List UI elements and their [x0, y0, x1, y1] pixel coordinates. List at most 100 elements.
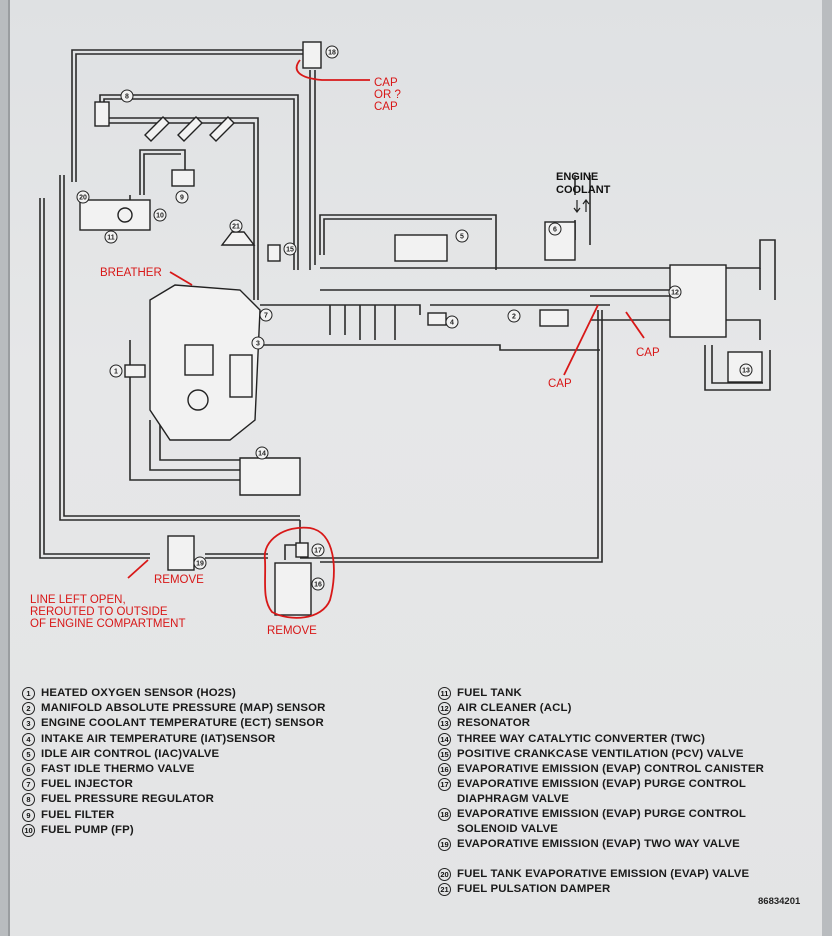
legend-item: 11 FUEL TANK: [438, 686, 828, 701]
legend-number: 21: [438, 883, 451, 897]
legend-number: 6: [22, 762, 35, 776]
legend-number: 4: [22, 732, 35, 746]
callout-number: 9: [180, 195, 184, 202]
legend-text: FUEL PUMP (FP): [41, 823, 134, 836]
fuel-injector: [144, 116, 170, 142]
cap-right-pointer: [625, 311, 645, 339]
callout-number: 2: [512, 314, 516, 321]
note-remove-canister: REMOVE: [267, 625, 317, 637]
callout-circle: [455, 229, 469, 243]
legend-text: ENGINE COOLANT TEMPERATURE (ECT) SENSOR: [41, 717, 324, 730]
fuel-injector: [209, 116, 235, 142]
note-remove-valve: REMOVE: [154, 574, 204, 586]
callout-circle: [259, 308, 273, 322]
legend-number: 14: [438, 732, 451, 746]
legend-number: 16: [438, 762, 451, 776]
legend-text: FUEL PULSATION DAMPER: [457, 883, 611, 896]
legend-number: 7: [22, 778, 35, 792]
callout-circle: [311, 543, 325, 557]
legend-text: FUEL FILTER: [41, 808, 115, 821]
map-sensor: [539, 309, 569, 327]
callout-circle: [283, 242, 297, 256]
legend-number: 15: [438, 747, 451, 761]
callout-number: 3: [256, 341, 260, 348]
legend-text: HEATED OXYGEN SENSOR (HO2S): [41, 687, 236, 699]
legend-number: 11: [438, 687, 451, 700]
legend-number: 3: [22, 717, 35, 731]
callout-number: 6: [553, 227, 557, 234]
fuel-pressure-regulator: [94, 101, 110, 127]
fuel-pump: [117, 207, 133, 223]
callout-number: 12: [671, 290, 679, 297]
legend-text: FUEL PRESSURE REGULATOR: [41, 793, 215, 806]
figure-number: 86834201: [758, 896, 801, 907]
callout-number: 1: [114, 369, 118, 376]
callout-number: 13: [742, 368, 750, 375]
legend-number: 5: [22, 747, 35, 761]
callout-circle: [548, 222, 562, 236]
callout-circle: [668, 285, 682, 299]
catalytic-converter: [239, 457, 301, 496]
line-open-pointer: [127, 559, 149, 579]
legend-number: 8: [22, 793, 35, 807]
callout-circle: [175, 190, 189, 204]
note-line: OF ENGINE COMPARTMENT: [30, 618, 185, 630]
oxygen-sensor: [124, 364, 146, 378]
callout-number: 10: [156, 213, 164, 220]
legend-text: FUEL TANK: [457, 687, 522, 699]
purge-solenoid-valve: [302, 41, 322, 69]
evap-canister: [274, 562, 312, 616]
callout-number: 7: [264, 313, 268, 320]
legend-text: EVAPORATIVE EMISSION (EVAP) CONTROL CANI…: [457, 762, 764, 775]
note-line: CAP: [548, 378, 572, 390]
note-line: BREATHER: [100, 267, 162, 279]
note-line: REMOVE: [267, 625, 317, 637]
legend-item: 4 INTAKE AIR TEMPERATURE (IAT)SENSOR: [22, 732, 422, 747]
note-line: LINE LEFT OPEN,: [30, 594, 126, 606]
callout-number: 14: [258, 451, 266, 458]
callout-circle: [255, 446, 269, 460]
callout-circle: [120, 89, 134, 103]
legend-text: MANIFOLD ABSOLUTE PRESSURE (MAP) SENSOR: [41, 702, 326, 715]
legend-item: 14 THREE WAY CATALYTIC CONVERTER (TWC): [438, 732, 828, 747]
callout-number: 5: [460, 234, 464, 241]
cap-pointer: [295, 59, 370, 81]
fuel-pulsation-damper: [220, 231, 256, 246]
piston: [184, 344, 214, 376]
note-line: CAP: [374, 77, 398, 89]
callout-number: 17: [314, 548, 322, 555]
legend-text: INTAKE AIR TEMPERATURE (IAT)SENSOR: [41, 732, 276, 745]
legend-text: EVAPORATIVE EMISSION (EVAP) PURGE CONTRO…: [457, 778, 746, 806]
idle-air-control-valve: [394, 234, 448, 262]
legend-text: THREE WAY CATALYTIC CONVERTER (TWC): [457, 732, 706, 745]
coolant-arrows: [573, 199, 590, 213]
breather-pointer: [169, 271, 193, 286]
pcv-valve: [267, 244, 281, 262]
legend-number: 1: [22, 687, 35, 700]
legend-text: FUEL INJECTOR: [41, 778, 134, 791]
cap-left-pointer: [563, 304, 599, 376]
ect-sensor: [229, 354, 253, 398]
two-way-valve: [167, 535, 195, 571]
legend-number: 20: [438, 868, 451, 882]
iat-sensor: [427, 312, 447, 326]
note-line: OR ?: [374, 89, 401, 101]
legend-item: 8 FUEL PRESSURE REGULATOR: [22, 792, 422, 807]
callout-circle: [76, 190, 90, 204]
legend-text: IDLE AIR CONTROL (IAC)VALVE: [41, 747, 220, 760]
callout-number: 8: [125, 94, 129, 101]
fuel-filter: [171, 169, 195, 187]
legend-number: 10: [22, 823, 35, 837]
engine-coolant-line: COOLANT: [556, 184, 611, 196]
callout-circle: [229, 219, 243, 233]
note-breather: BREATHER: [100, 267, 162, 279]
callout-circle: [445, 315, 459, 329]
